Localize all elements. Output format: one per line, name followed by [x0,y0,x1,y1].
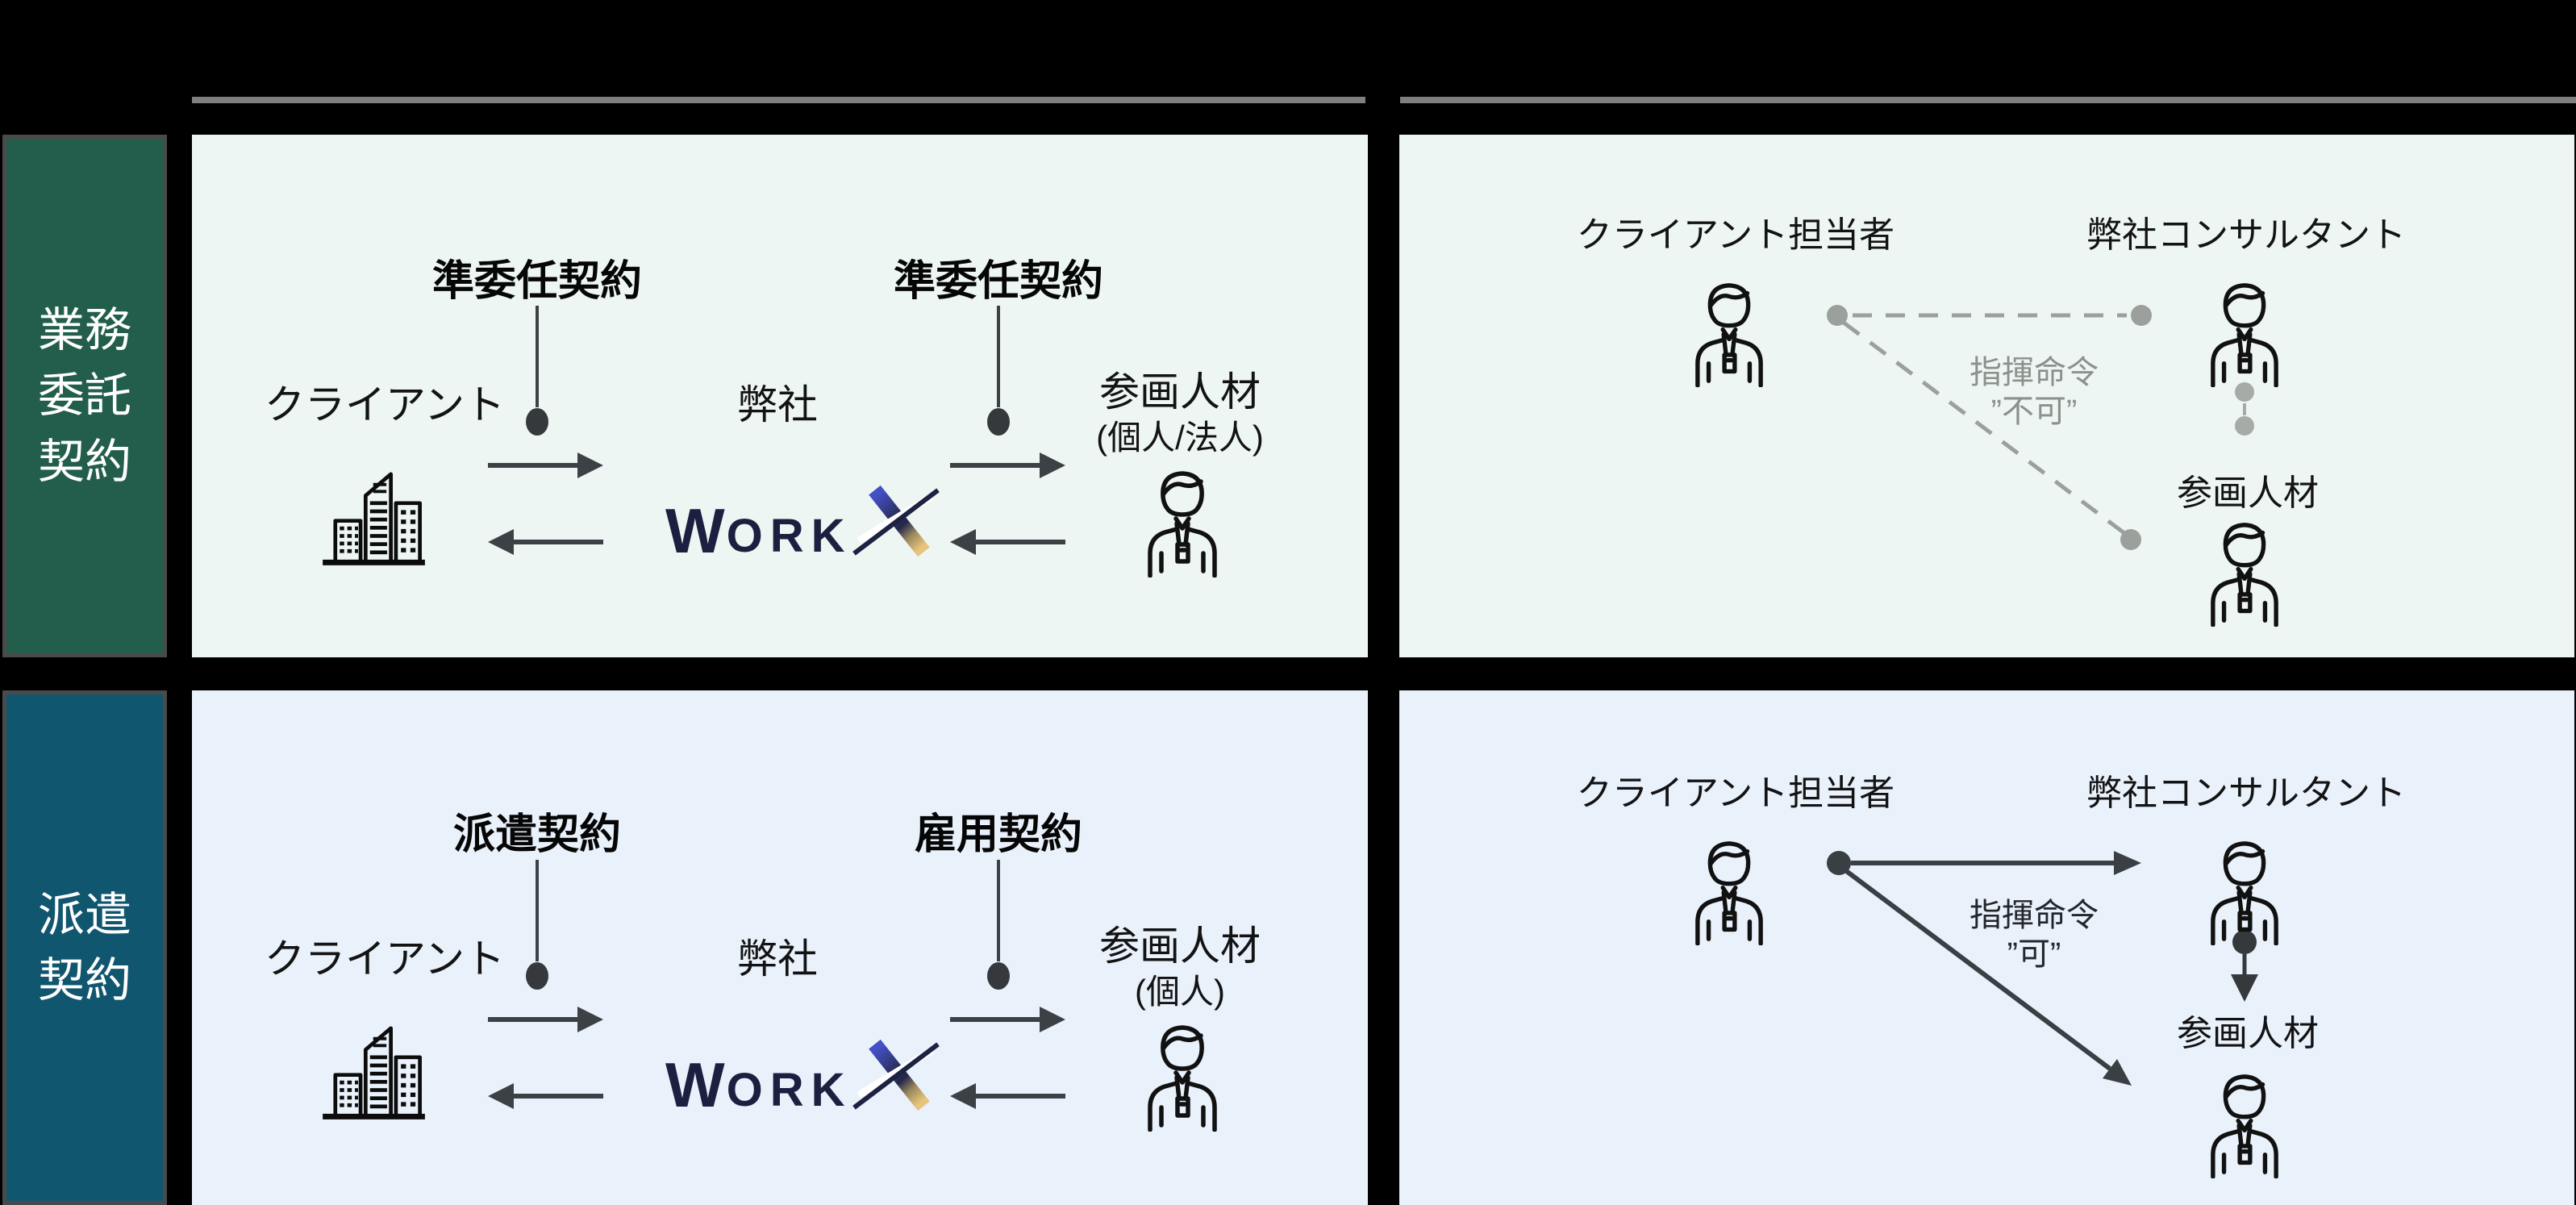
talent-label: 参画人材 [2177,473,2319,513]
company-label: 弊社 [737,382,818,427]
person-icon [1140,466,1224,577]
client-label: クライアント [265,936,505,982]
solid-arrow-diagonal-icon [1844,868,2132,1086]
arrow-right-icon [950,1007,1065,1032]
org-connectors [1827,851,2258,1086]
talent-label: 参画人材 [1099,924,1261,969]
talent-label: 参画人材 [2177,1014,2319,1053]
workx-logo-ork: ORK [726,1063,852,1116]
flow-connectors [488,306,1065,555]
command-status: ”不可” [1990,394,2078,429]
contract-connector-left-icon [526,306,548,436]
row-tab-haken-label: 派遣 契約 [37,888,131,1007]
row-tab-haken: 派遣 契約 [2,690,167,1205]
solid-arrow-vertical-icon [2231,930,2258,1002]
dashed-link-horizontal-icon [1827,305,2152,326]
building-icon [320,1014,427,1123]
talent-label: 参画人材 [1099,369,1261,415]
person-icon [1140,1020,1224,1132]
contract-connector-right-icon [987,306,1010,436]
talent-sub-label: (個人/法人) [1096,419,1264,457]
client-rep-label: クライアント担当者 [1576,215,1895,255]
row-tab-gyomu-label: 業務 委託 契約 [37,304,131,488]
arrow-left-icon [488,529,603,555]
contract-label-talent: 雇用契約 [914,811,1083,858]
person-icon [1688,836,1770,945]
command-text: 指揮命令 [1970,898,2099,933]
workx-logo-w: W [665,1049,727,1120]
flow-connectors [488,860,1065,1109]
arrow-left-icon [950,529,1065,555]
talent-sub-label: (個人) [1135,973,1225,1011]
client-label: クライアント [265,382,505,427]
person-icon [2203,836,2286,945]
person-icon [2203,1069,2286,1178]
company-label: 弊社 [737,936,818,982]
contract-connector-right-icon [987,860,1010,990]
arrow-right-icon [950,452,1065,478]
arrow-right-icon [488,452,603,478]
consultant-label: 弊社コンサルタント [2086,215,2406,255]
workx-logo: W ORK [665,482,940,566]
panel-org-haken: クライアント担当者 弊社コンサルタント 指揮命令 ”可” 参画人材 [1399,690,2574,1205]
command-text: 指揮命令 [1970,355,2099,390]
workx-logo-x-icon [852,482,940,562]
dashed-link-diagonal-icon [1842,321,2141,550]
contract-label-client: 準委任契約 [431,258,643,305]
command-note: 指揮命令 ”可” [1970,896,2099,974]
client-rep-label: クライアント担当者 [1576,773,1895,813]
arrow-left-icon [488,1083,603,1109]
workx-logo: W ORK [665,1036,940,1120]
panel-flow-haken: 派遣契約 雇用契約 クライアント 弊社 参画人材 (個人) W ORK [192,690,1368,1205]
consultant-label: 弊社コンサルタント [2086,773,2406,813]
arrow-right-icon [488,1007,603,1032]
contract-label-talent: 準委任契約 [893,258,1104,305]
command-status: ”可” [2007,936,2061,972]
arrow-left-icon [950,1083,1065,1109]
top-rule-right [1400,97,2576,103]
person-icon [1688,278,1770,387]
panel-org-gyomu: クライアント担当者 弊社コンサルタント 指揮命令 ”不可” 参画人材 [1399,135,2574,657]
contract-connector-left-icon [526,860,548,990]
building-icon [320,460,427,569]
person-icon [2203,518,2286,627]
row-tab-gyomu-itaku: 業務 委託 契約 [2,135,167,657]
dashed-link-vertical-icon [2235,382,2254,436]
workx-logo-x-icon [852,1036,940,1116]
workx-logo-ork: ORK [726,509,852,562]
workx-logo-w: W [665,494,727,566]
panel-flow-gyomu: 準委任契約 準委任契約 クライアント 弊社 参画人材 (個人/法人) W ORK [192,135,1368,657]
org-connectors [1827,305,2254,550]
solid-arrow-horizontal-icon [1827,851,2141,875]
top-rule-left [192,97,1365,103]
person-icon [2203,278,2286,387]
command-note: 指揮命令 ”不可” [1970,353,2099,431]
contract-label-client: 派遣契約 [452,811,622,858]
